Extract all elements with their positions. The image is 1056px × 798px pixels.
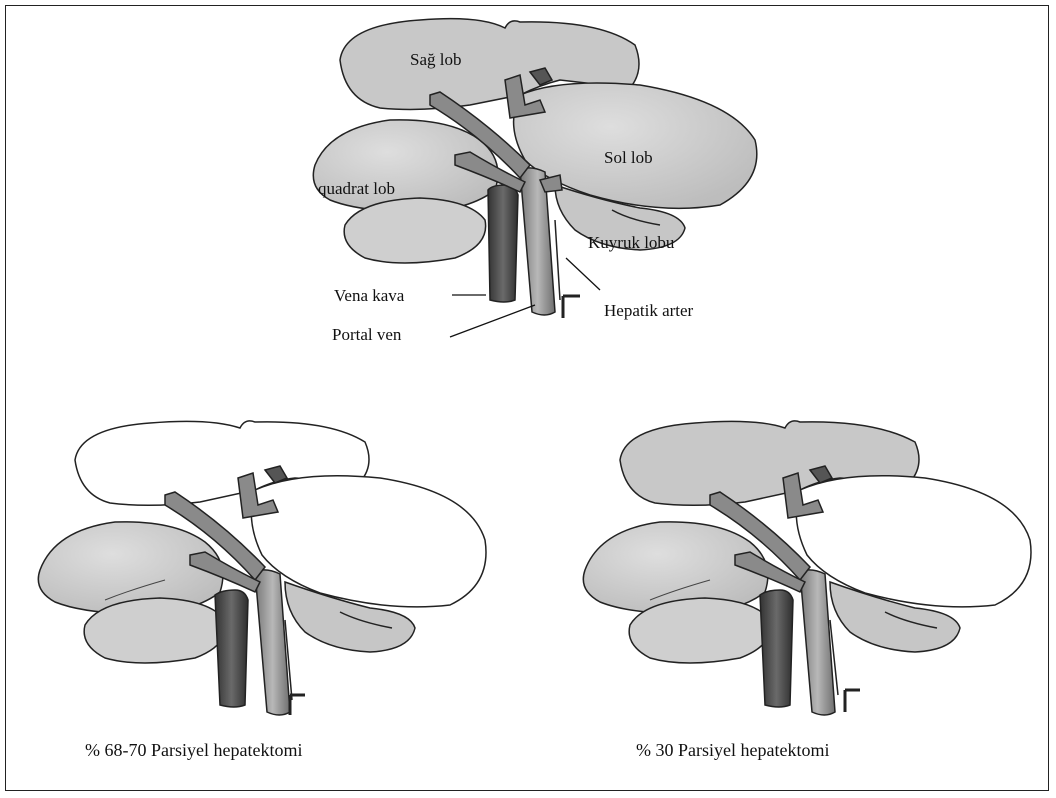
label-caudate-lobe: Kuyruk lobu [588, 234, 674, 251]
label-quadrate-lobe: quadrat lob [318, 180, 395, 197]
bottom-left-liver [38, 421, 486, 715]
caption-68-70-hepatectomy: % 68-70 Parsiyel hepatektomi [85, 741, 302, 759]
label-left-lobe: Sol lob [604, 149, 653, 166]
label-vena-cava: Vena kava [334, 287, 404, 304]
bottom-right-liver [583, 421, 1031, 715]
label-hepatic-artery: Hepatik arter [604, 302, 693, 319]
label-right-lobe: Sağ lob [410, 51, 461, 68]
caption-30-hepatectomy: % 30 Parsiyel hepatektomi [636, 741, 829, 759]
label-portal-vein: Portal ven [332, 326, 401, 343]
top-liver [313, 19, 757, 318]
top-vena-cava [488, 185, 518, 302]
